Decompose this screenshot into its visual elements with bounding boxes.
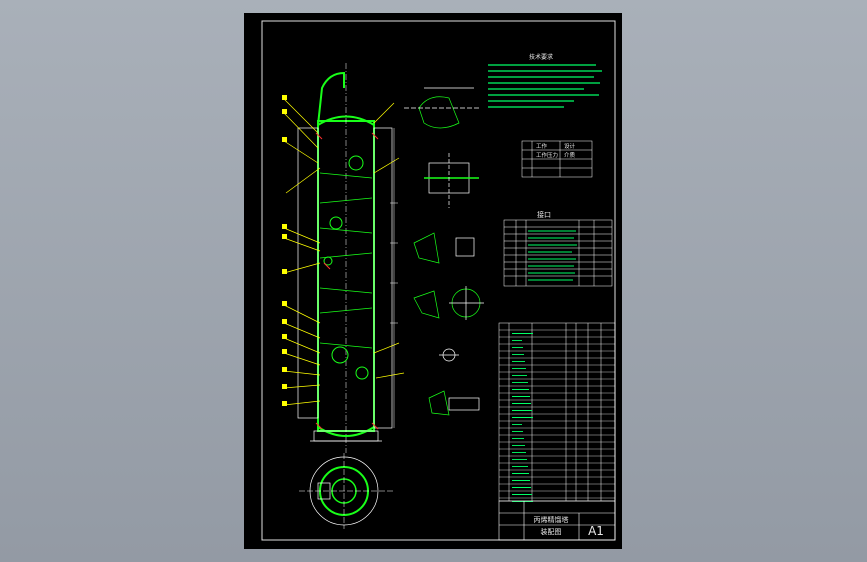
drawing-frame — [261, 20, 616, 541]
column-trays — [319, 172, 373, 349]
parts-list — [498, 322, 616, 502]
nozzles — [323, 155, 369, 380]
detail-view-1 — [404, 87, 479, 129]
plan-view — [299, 453, 394, 529]
detail-view-6 — [428, 390, 480, 416]
vapor-outlet-pipe — [317, 71, 345, 126]
detail-view-2 — [424, 153, 479, 208]
balloon-ticks — [282, 95, 287, 406]
balloon-leaders — [283, 98, 405, 406]
detail-view-3 — [413, 232, 475, 264]
weld-hatch — [315, 132, 379, 430]
drawing-subtitle: 装配图 — [541, 527, 562, 536]
svg-text:设计: 设计 — [564, 142, 576, 150]
design-table-text: 工作 设计 工作压力 介质 — [536, 142, 576, 159]
title-block — [498, 500, 616, 541]
tech-req-title: 技术要求 — [529, 53, 553, 61]
svg-text:工作: 工作 — [536, 142, 548, 150]
parts-list-entries — [512, 333, 533, 502]
parts-list-rows — [499, 329, 615, 499]
design-table — [521, 140, 593, 178]
svg-text:工作压力: 工作压力 — [536, 151, 558, 159]
dimension-lines — [390, 128, 398, 428]
cad-drawing: 技术要求 工作 设计 工作压力 介质 接口 — [261, 20, 616, 541]
drawing-size-label: A1 — [588, 524, 604, 538]
drawing-sheet: 技术要求 工作 设计 工作压力 介质 接口 — [244, 13, 622, 549]
detail-view-4 — [413, 286, 484, 320]
column-skirt — [297, 127, 393, 442]
detail-view-5 — [439, 348, 459, 362]
drawing-title: 丙烯精馏塔 — [534, 515, 569, 524]
nozzle-table-title: 接口 — [537, 210, 551, 219]
tech-req-text — [488, 64, 602, 108]
nozzle-table-entries — [528, 230, 577, 281]
column-vessel — [317, 63, 375, 453]
svg-text:介质: 介质 — [564, 151, 576, 159]
nozzle-table — [503, 219, 613, 287]
